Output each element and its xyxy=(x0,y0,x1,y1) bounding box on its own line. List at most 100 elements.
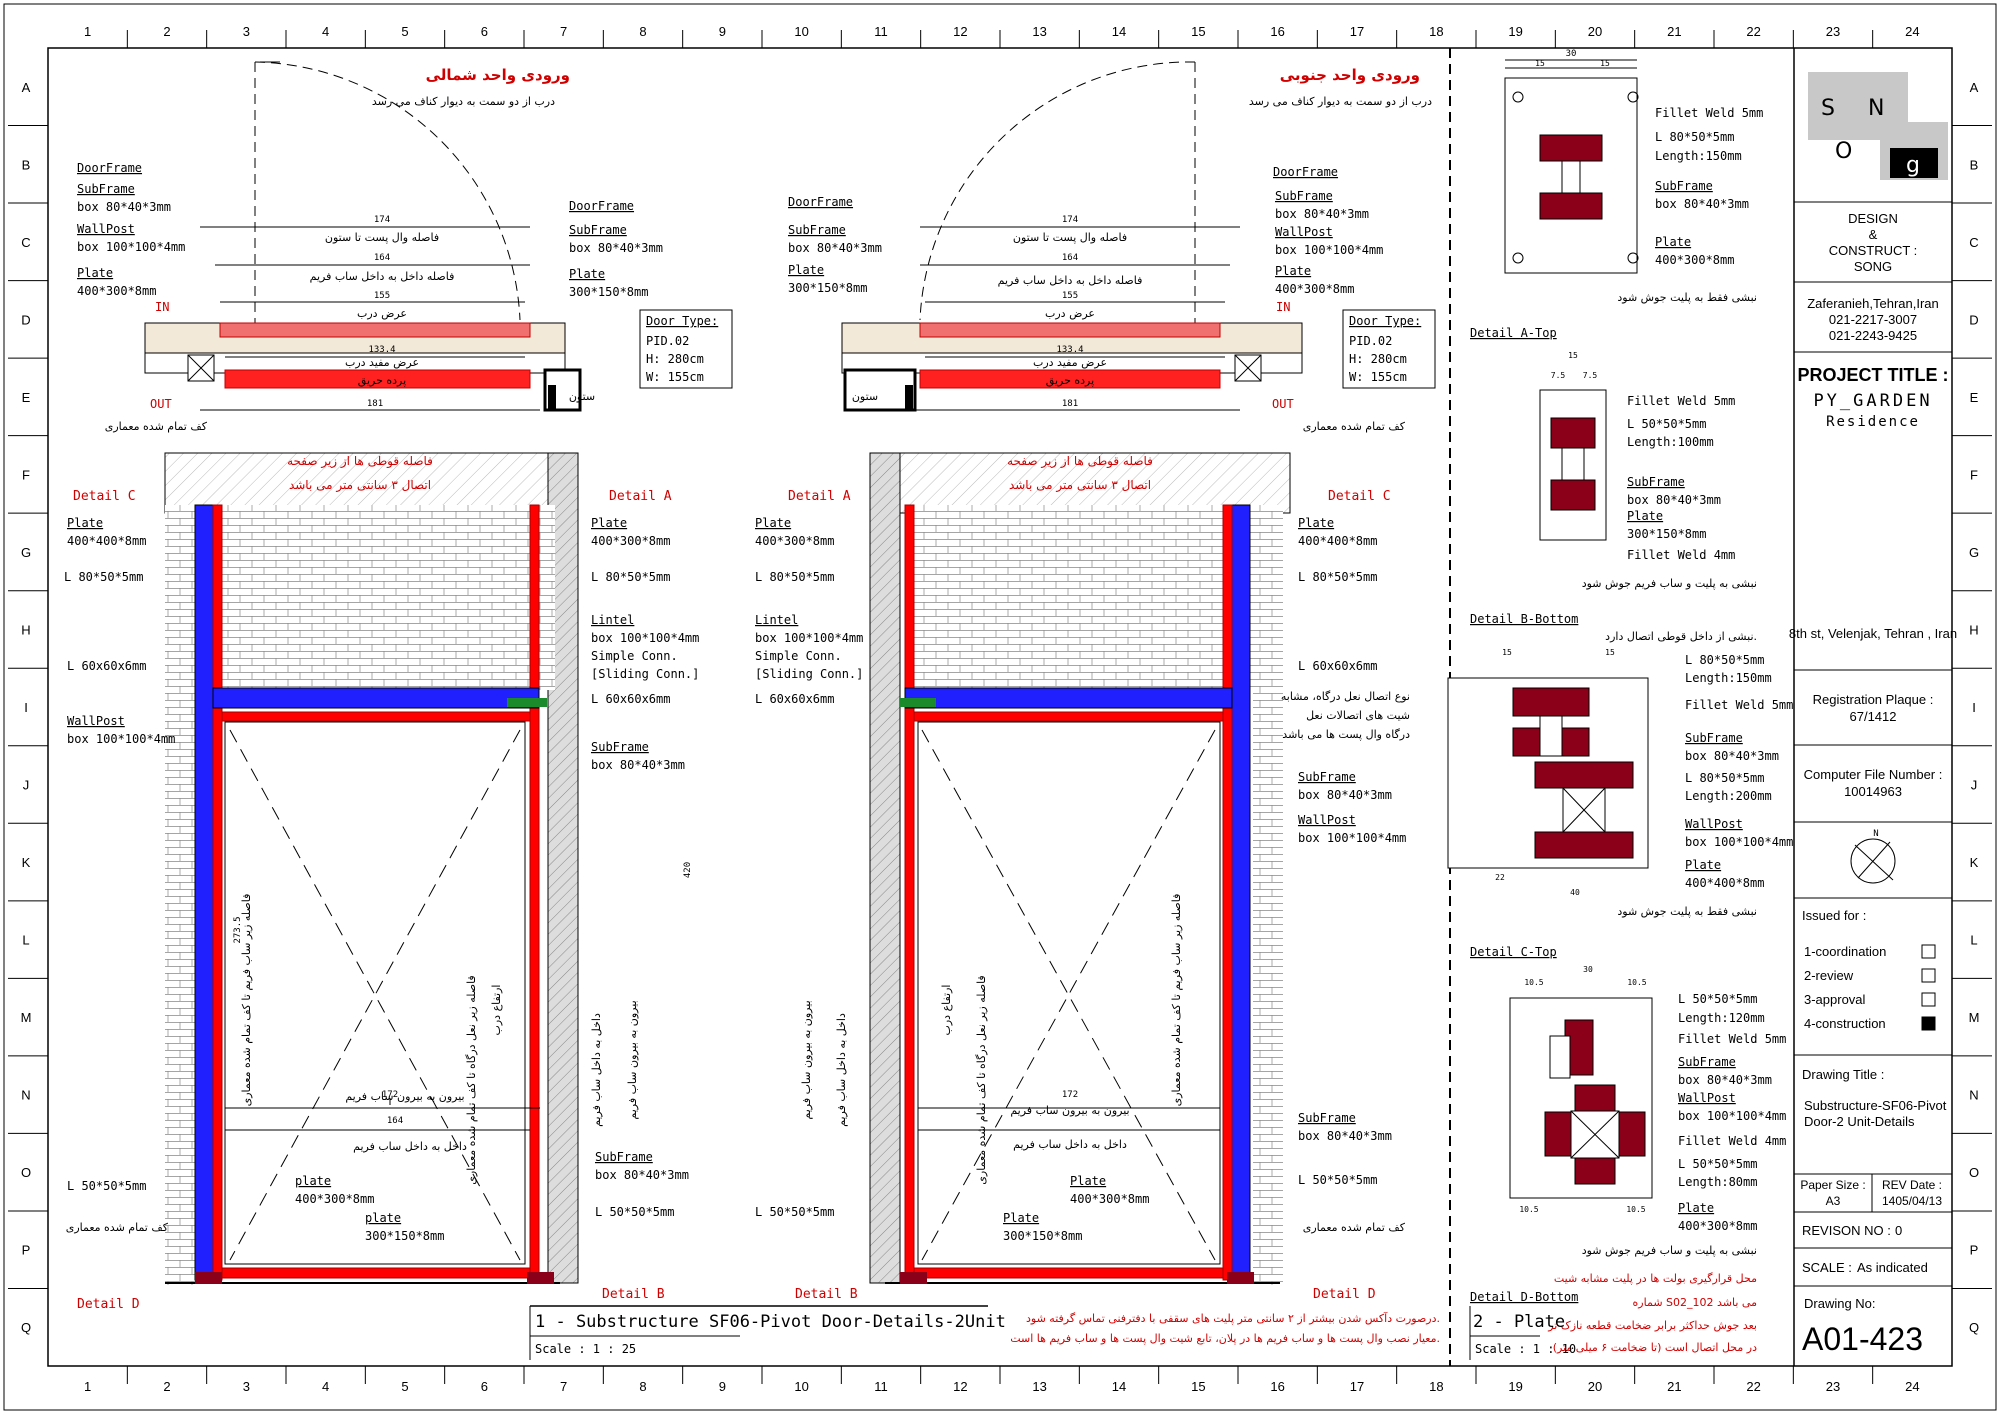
detail1-plate: Plate xyxy=(1655,235,1691,249)
elev-right-l60: L 60x60x6mm xyxy=(1298,659,1377,673)
detail-c-plate: Plate xyxy=(1678,1201,1714,1215)
elev-right-l80-l: L 80*50*5mm xyxy=(755,570,834,584)
detail-c-fillet4: Fillet Weld 4mm xyxy=(1678,1134,1786,1148)
details-view-scale: Scale : 1 : 10 xyxy=(1475,1342,1576,1356)
grid-row-label: L xyxy=(1970,933,1977,948)
plan-left-dim3-txt: عرض درب xyxy=(357,307,407,320)
detail-c-l50b: L 50*50*5mm xyxy=(1678,1157,1757,1171)
grid-col-label: 9 xyxy=(719,24,726,39)
tb-issue-1-checkbox[interactable] xyxy=(1921,944,1936,959)
grid-col-label: 16 xyxy=(1270,24,1284,39)
grid-col-label: 15 xyxy=(1191,24,1205,39)
grid-col-label: 6 xyxy=(481,1379,488,1394)
plan-right-subframe-spec-l: box 80*40*3mm xyxy=(788,241,882,255)
plan-left-dim2-val: 164 xyxy=(374,253,390,263)
grid-col-label: 10 xyxy=(794,1379,808,1394)
plan-right-wallpost: WallPost xyxy=(1275,225,1333,239)
plan-right-dim6-val: 181 xyxy=(1062,399,1078,409)
plan-left-subtitle: درب از دو سمت به دیوار کناف می رسد xyxy=(372,95,555,108)
elev-left-note-top2: اتصال ۳ سانتی متر می باشد xyxy=(289,478,431,493)
detail-b-len200: Length:200mm xyxy=(1685,789,1772,803)
grid-col-label: 19 xyxy=(1508,24,1522,39)
plan-left: ورودی واحد شمالی درب از دو سمت به دیوار … xyxy=(77,61,733,412)
tb-design2: & xyxy=(1869,227,1878,242)
elev-left-plate-lower-spec: 400*300*8mm xyxy=(295,1192,374,1206)
elev-right-l50: L 50*50*5mm xyxy=(1298,1173,1377,1187)
detail-a-top-title: Detail A-Top xyxy=(1470,326,1557,340)
detail-b-dim-15a: 15 xyxy=(1502,648,1512,657)
elev-left-subframe-spec-r: box 80*40*3mm xyxy=(591,758,685,772)
elev-right-plate-spec: 400*400*8mm xyxy=(1298,534,1377,548)
door-type-w-left: W: 155cm xyxy=(646,370,704,384)
elev-left-plate-lower2: plate xyxy=(365,1211,401,1225)
detail1-note: نبشی فقط به پلیت جوش شود xyxy=(1617,291,1757,304)
elev-left-v6-val: 420 xyxy=(683,862,693,878)
tb-design3: CONSTRUCT : xyxy=(1829,243,1918,258)
plan-left-doorframe: DoorFrame xyxy=(77,161,142,175)
elev-left-l50-r: L 50*50*5mm xyxy=(595,1205,674,1219)
tb-phone1: 021-2217-3007 xyxy=(1829,312,1917,327)
grid-col-label: 23 xyxy=(1826,1379,1840,1394)
elev-right-simple-conn: Simple Conn. xyxy=(755,649,842,663)
detail1-len: Length:150mm xyxy=(1655,149,1742,163)
detail-a-l50: L 50*50*5mm xyxy=(1627,417,1706,431)
plan-right-doorframe: DoorFrame xyxy=(1273,165,1338,179)
plan-left-dim1-txt: فاصله وال پست تا ستون xyxy=(325,231,439,244)
tb-design1: DESIGN xyxy=(1848,211,1898,226)
detail-c-l50: L 50*50*5mm xyxy=(1678,992,1757,1006)
grid-row-label: C xyxy=(1969,235,1978,250)
elev-right-detail-a: Detail A xyxy=(788,489,851,504)
grid-col-label: 14 xyxy=(1112,1379,1126,1394)
elev-left-v3-txt: ارتفاع درب xyxy=(490,985,503,1036)
tb-issue-2-checkbox[interactable] xyxy=(1921,968,1936,983)
grid-row-label: B xyxy=(22,157,31,172)
tb-project-title-label: PROJECT TITLE : xyxy=(1797,365,1948,385)
detail1-dim-15b: 15 xyxy=(1600,59,1610,68)
detail-b-fillet: Fillet Weld 5mm xyxy=(1685,698,1793,712)
tb-drawing-title1: Substructure-SF06-Pivot xyxy=(1804,1098,1947,1113)
plan-left-plate-spec: 400*300*8mm xyxy=(77,284,156,298)
detail-a-note: نبشی به پلیت و ساب فریم جوش شود xyxy=(1582,577,1757,590)
detail-c-dim-30: 30 xyxy=(1583,965,1593,974)
tb-issue-4-checkbox[interactable] xyxy=(1921,1016,1936,1031)
elev-right-note-top2: اتصال ۳ سانتی متر می باشد xyxy=(1009,478,1151,493)
grid-row-label: K xyxy=(22,855,31,870)
grid-col-label: 2 xyxy=(163,1379,170,1394)
plan-left-dim4-txt: عرض مفید درب xyxy=(345,356,419,369)
plan-right-in: IN xyxy=(1276,300,1290,314)
detail-b-dim-40: 40 xyxy=(1570,888,1580,897)
elev-right-note-top1: فاصله قوطی ها از زیر صفحه xyxy=(1007,454,1153,469)
grid-col-label: 1 xyxy=(84,1379,91,1394)
elev-view-title: 1 - Substructure SF06-Pivot Door-Details… xyxy=(535,1312,1006,1332)
grid-row-label: O xyxy=(1969,1165,1979,1180)
tb-address: Zaferanieh,Tehran,Iran xyxy=(1807,296,1939,311)
door-type-title-left: Door Type: xyxy=(646,314,718,328)
detail-c-subframe: SubFrame xyxy=(1678,1055,1736,1069)
plan-right-doorframe-l: DoorFrame xyxy=(788,195,853,209)
grid-col-label: 5 xyxy=(401,24,408,39)
grid-row-label: L xyxy=(22,933,29,948)
tb-issue-4: 4-construction xyxy=(1804,1016,1886,1031)
plan-right-out: OUT xyxy=(1272,397,1294,411)
tb-revision-label: REVISON NO : xyxy=(1802,1223,1891,1238)
elev-left-h1-val: 172 xyxy=(382,1090,398,1100)
elev-left-detail-a: Detail A xyxy=(609,489,672,504)
detail-b-plate: Plate xyxy=(1685,858,1721,872)
detail-c-dim-105b: 10.5 xyxy=(1627,978,1646,987)
elev-right-l80: L 80*50*5mm xyxy=(1298,570,1377,584)
detail1-l80: L 80*50*5mm xyxy=(1655,130,1734,144)
plan-right-dim4-txt: عرض مفید درب xyxy=(1033,356,1107,369)
elev-left-l60-r: L 60x60x6mm xyxy=(591,692,670,706)
plan-left-wallpost-spec: box 100*100*4mm xyxy=(77,240,185,254)
plan-left-wallpost: WallPost xyxy=(77,222,135,236)
elev-right-v5-txt: بیرون به بیرون ساب فریم xyxy=(800,1000,813,1119)
grid-col-label: 7 xyxy=(560,24,567,39)
grid-col-label: 7 xyxy=(560,1379,567,1394)
tb-issue-3-checkbox[interactable] xyxy=(1921,992,1936,1007)
grid-col-label: 18 xyxy=(1429,1379,1443,1394)
elev-left-v1-txt: فاصله زیر ساب فریم تا کف تمام شده معماری xyxy=(240,894,253,1107)
detail-c-title: Detail C-Top xyxy=(1470,945,1557,959)
plan-left-title: ورودی واحد شمالی xyxy=(426,66,570,84)
grid-row-label: J xyxy=(1971,778,1978,793)
